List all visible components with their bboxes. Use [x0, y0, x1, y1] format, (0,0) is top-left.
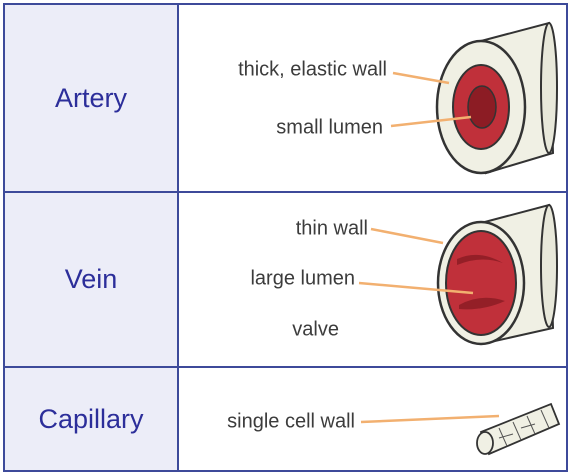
vein-illustration-cell: thin wall large lumen valve: [181, 193, 566, 366]
artery-illustration-cell: thick, elastic wall small lumen: [181, 5, 566, 191]
artery-tube-far-end: [541, 23, 557, 153]
vein-diagram: [181, 193, 566, 366]
capillary-opening: [477, 432, 493, 454]
label-valve: valve: [292, 319, 339, 342]
row-label-artery: Artery: [55, 83, 127, 114]
row-label-cell: Vein: [5, 193, 179, 366]
label-thick-elastic-wall: thick, elastic wall: [238, 59, 387, 82]
row-label-capillary: Capillary: [38, 404, 143, 435]
artery-lumen: [468, 86, 496, 128]
table-row-capillary: Capillary single cell wall: [5, 368, 566, 470]
vein-tube-far-end: [541, 205, 557, 327]
row-label-vein: Vein: [65, 264, 118, 295]
leader-line-single-cell-wall: [361, 416, 499, 422]
row-label-cell: Artery: [5, 5, 179, 191]
label-small-lumen: small lumen: [276, 117, 383, 140]
capillary-illustration-cell: single cell wall: [181, 368, 566, 470]
table-row-vein: Vein thin wall large lumen valve: [5, 193, 566, 368]
row-label-cell: Capillary: [5, 368, 179, 470]
artery-diagram: [181, 5, 566, 191]
label-single-cell-wall: single cell wall: [227, 411, 355, 434]
leader-line-thin-wall: [371, 229, 443, 243]
vein-large-lumen: [446, 231, 516, 335]
vessel-comparison-table: Artery thick, elastic wall small lumen: [3, 3, 568, 472]
label-large-lumen: large lumen: [250, 268, 355, 291]
label-thin-wall: thin wall: [296, 218, 368, 241]
table-row-artery: Artery thick, elastic wall small lumen: [5, 5, 566, 193]
